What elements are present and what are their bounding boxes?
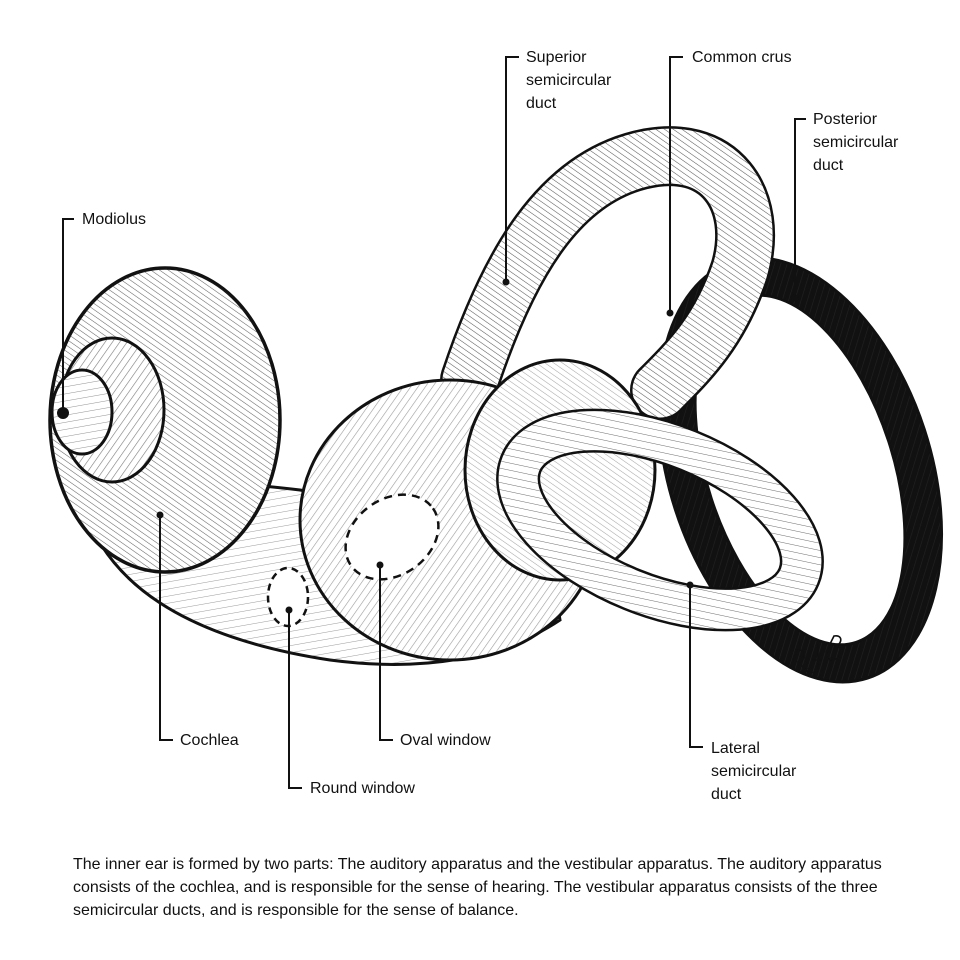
label-line: Common crus <box>692 49 792 66</box>
artist-signature <box>789 635 843 674</box>
label-line: semicircular <box>711 763 797 780</box>
label-modiolus: Modiolus <box>82 208 146 231</box>
label-posterior-semicircular-duct: Posterior semicircular duct <box>813 108 898 177</box>
label-line: duct <box>813 157 844 174</box>
figure-caption: The inner ear is formed by two parts: Th… <box>73 856 882 919</box>
label-line: Round window <box>310 780 415 797</box>
label-line: Cochlea <box>180 732 239 749</box>
label-line: Lateral <box>711 740 760 757</box>
label-lateral-semicircular-duct: Lateral semicircular duct <box>711 737 796 806</box>
label-line: Posterior <box>813 111 878 128</box>
vestibule-shape <box>298 358 657 662</box>
superior-semicircular-duct-shape <box>440 126 776 420</box>
label-common-crus: Common crus <box>692 46 792 69</box>
label-superior-semicircular-duct: Superior semicircular duct <box>526 46 611 115</box>
label-line: Modiolus <box>82 211 147 228</box>
label-cochlea: Cochlea <box>180 729 239 752</box>
label-line: Oval window <box>400 732 491 749</box>
label-line: duct <box>711 786 742 803</box>
label-line: Superior <box>526 49 587 66</box>
label-line: semicircular <box>813 134 899 151</box>
oval-window-outline <box>344 493 440 581</box>
label-round-window: Round window <box>310 777 415 800</box>
cochlea-shell-shape <box>48 266 282 574</box>
posterior-semicircular-duct-shape <box>656 256 944 684</box>
lateral-semicircular-duct-shape <box>496 408 824 632</box>
label-line: semicircular <box>526 72 612 89</box>
leader-dots <box>156 278 799 614</box>
label-line: duct <box>526 95 557 112</box>
label-oval-window: Oval window <box>400 729 491 752</box>
leader-lines <box>62 56 806 789</box>
